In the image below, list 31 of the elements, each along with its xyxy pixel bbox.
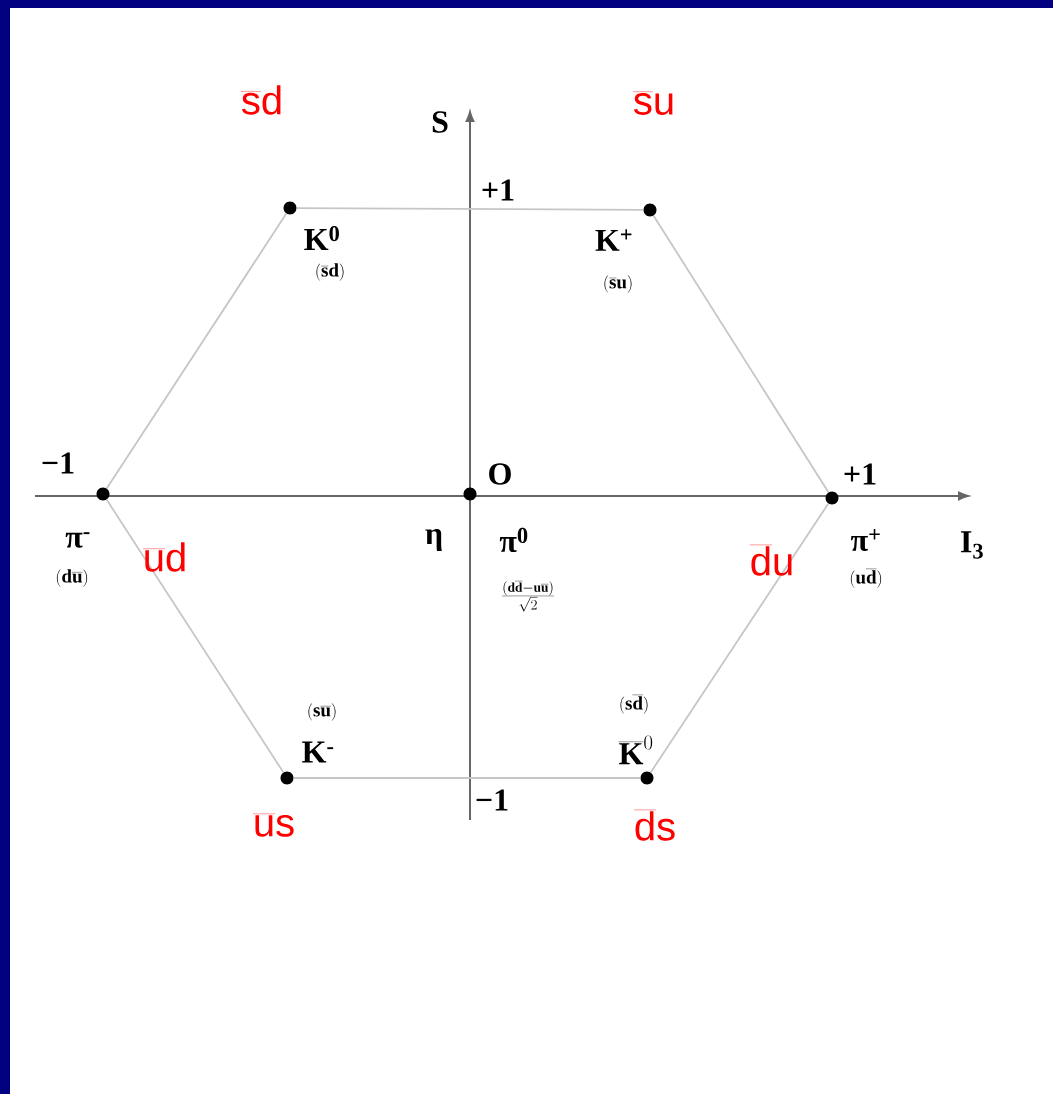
axis-label: +1	[482, 179, 514, 201]
axis-label: O	[489, 463, 511, 485]
quark-content: $(\mathbf{u}\overline{\mathbf{d}})$	[850, 568, 882, 588]
quark-content: $(\overline{\mathbf{s}}\mathbf{u})$	[604, 275, 632, 293]
quark-label: $\overline{\mathsf{u}}\mathsf{d}$	[142, 542, 185, 572]
particle-label: π$^{-}$	[65, 532, 90, 548]
axis-label: S	[432, 111, 448, 133]
particle-label: K$^{0}$	[304, 226, 339, 250]
quark-content: $(\overline{\mathbf{s}}\mathbf{d})$	[316, 263, 344, 281]
hexagon-side	[652, 214, 830, 494]
particle-label: π$^{+}$	[851, 529, 880, 551]
hexagon-side	[649, 502, 830, 774]
axis-label: −1	[476, 789, 508, 811]
hexagon-side	[292, 777, 642, 779]
particle-label: π$^{0}$	[499, 527, 528, 553]
axis-label: +1	[844, 463, 876, 485]
quark-label: $\overline{\mathsf{s}}\mathsf{d}$	[240, 85, 281, 115]
quark-label: $\overline{\mathsf{d}}\mathsf{u}$	[749, 544, 792, 576]
quark-content: $(\mathbf{d}\overline{\mathbf{u}})$	[56, 569, 88, 587]
quark-content: $(\mathbf{s}\overline{\mathbf{d}})$	[620, 694, 648, 714]
axis-label: −1	[42, 452, 74, 474]
quark-label: $\overline{\mathsf{s}}\mathsf{u}$	[632, 91, 673, 115]
particle-label: η	[425, 529, 442, 551]
quark-content: $(\mathbf{s}\overline{\mathbf{u}})$	[308, 703, 336, 721]
hexagon-side	[105, 498, 285, 774]
hexagon-side	[105, 212, 288, 490]
hexagon-side	[295, 207, 645, 211]
particle-label: K$^{-}$	[302, 741, 334, 763]
quark-content: $\frac{(\mathbf{d}\overline{\mathbf{d}}-\mathbf{u}\overline{\mathbf{u}})}{\sqrt{2}}$	[502, 580, 554, 612]
particle-label: $\overline{\mathbf{K}}^{0}$	[618, 735, 653, 765]
particle-label: K$^{+}$	[595, 229, 632, 251]
